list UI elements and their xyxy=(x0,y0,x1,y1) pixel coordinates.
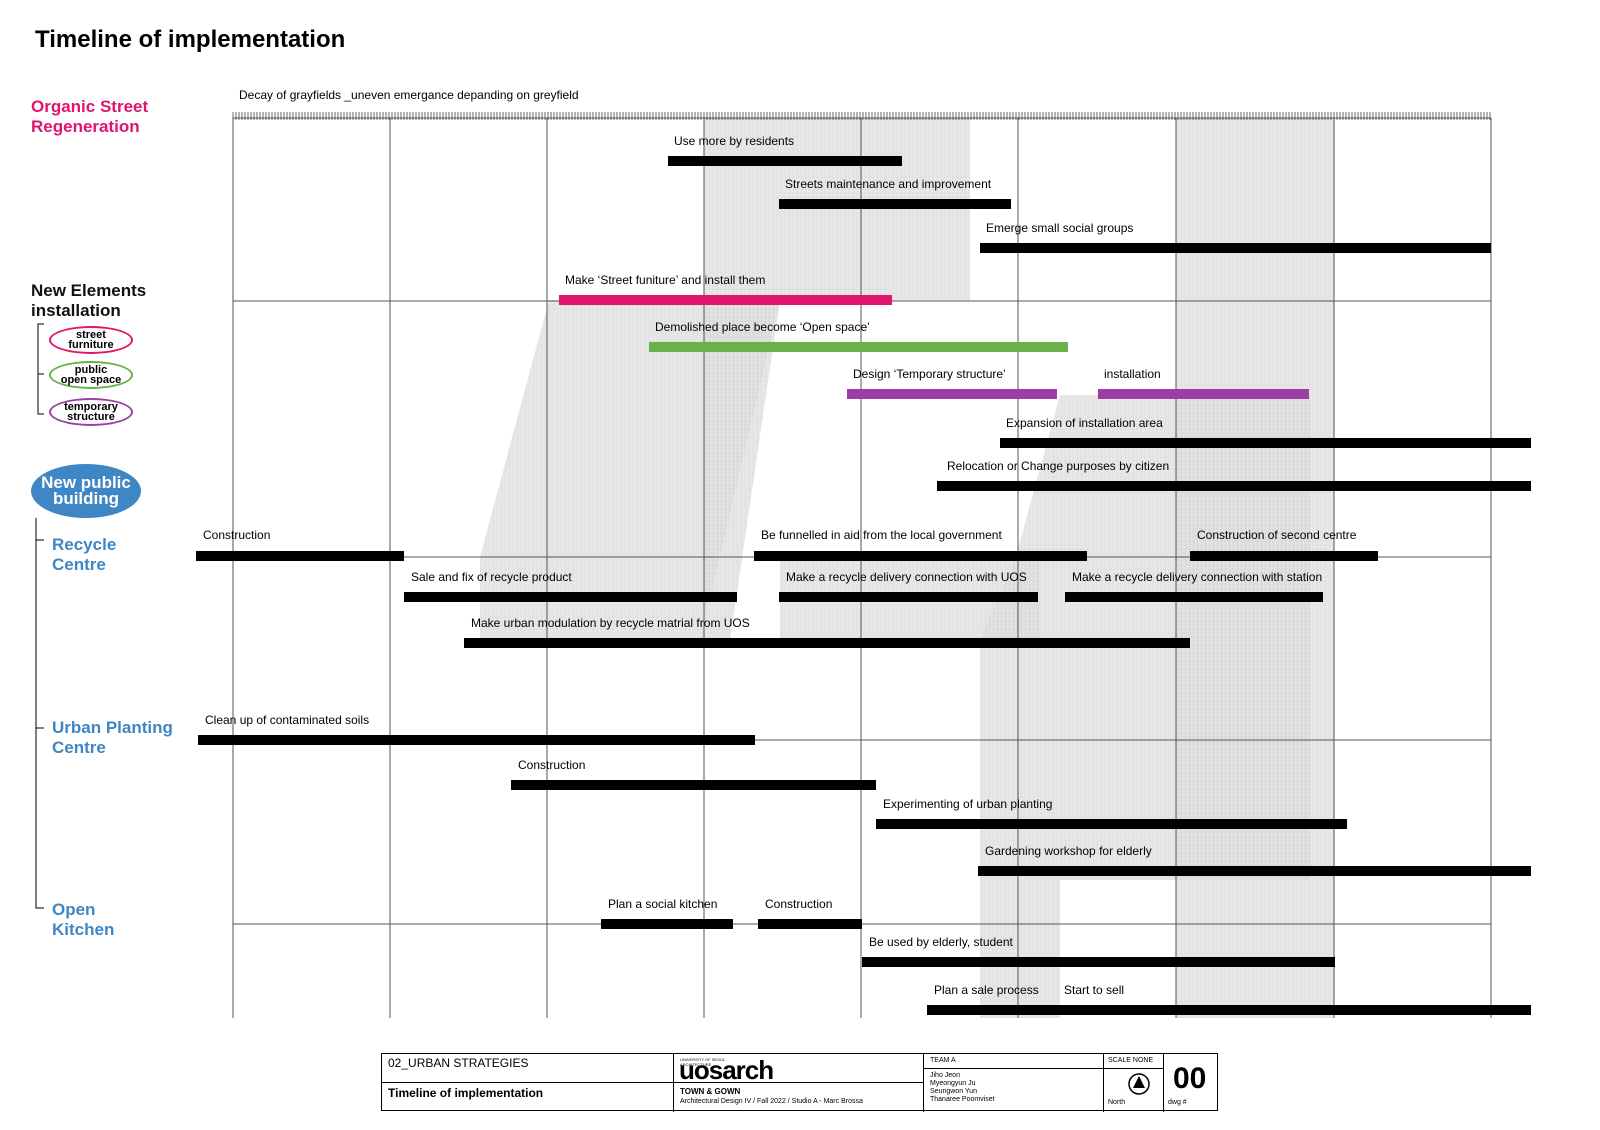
timeline-bar-label: Gardening workshop for elderly xyxy=(985,844,1152,858)
tb-north: North xyxy=(1108,1099,1126,1106)
tb-members: Jiho Jeon Myeongyun Ju Seungwon Yun Than… xyxy=(930,1072,995,1103)
timeline-bar-label: Construction xyxy=(203,528,271,542)
timeline-bar-label: Make ‘Street funiture’ and install them xyxy=(565,273,766,287)
timeline-bar-label: Be funnelled in aid from the local gover… xyxy=(761,528,1002,542)
tb-scale: SCALE NONE xyxy=(1108,1057,1154,1064)
category-organic: Organic Street Regeneration xyxy=(31,97,149,136)
shaded-region xyxy=(700,118,970,640)
timeline-bar-label: Streets maintenance and improvement xyxy=(785,177,992,191)
shaded-region xyxy=(980,395,1310,1018)
uosarch-logo: uosarch xyxy=(679,1055,774,1085)
tb-course: Architectural Design IV / Fall 2022 / St… xyxy=(680,1098,863,1105)
category-tree-line xyxy=(35,518,44,909)
legend-public-open-space: public open space xyxy=(49,361,133,389)
tb-dwg-no: 00 xyxy=(1173,1062,1207,1095)
shaded-region xyxy=(480,300,780,640)
timeline-bar xyxy=(978,866,1531,876)
timeline-bar-label: Be used by elderly, student xyxy=(869,935,1013,949)
category-recycle: Recycle Centre xyxy=(52,535,117,574)
tb-section: 02_URBAN STRATEGIES xyxy=(388,1056,529,1070)
timeline-bar-label: Plan a sale process xyxy=(934,983,1039,997)
timeline-bar xyxy=(668,156,902,166)
legend-street-furniture: street furniture xyxy=(49,326,133,354)
timeline-bar-label: Use more by residents xyxy=(674,134,795,148)
timeline-bar-label: Start to sell xyxy=(1064,983,1125,997)
timeline-bar-label: Design ‘Temporary structure’ xyxy=(853,367,1006,381)
timeline-bar xyxy=(1000,438,1531,448)
timeline-bar-label: Construction xyxy=(765,897,833,911)
timeline-bar xyxy=(601,919,733,929)
timeline-bar xyxy=(758,919,862,929)
timeline-bar-label: Make a recycle delivery connection with … xyxy=(786,570,1027,584)
timeline-bar xyxy=(559,295,892,305)
timeline-bar-label: Make a recycle delivery connection with … xyxy=(1072,570,1323,584)
category-new-public-building: New public building xyxy=(31,464,141,518)
timeline-bar xyxy=(196,551,404,561)
timeline-bar xyxy=(927,1005,1531,1015)
timeline-bar xyxy=(511,780,876,790)
timeline-bar-label: Clean up of contaminated soils xyxy=(205,713,370,727)
category-urban-planting: Urban Planting Centre xyxy=(52,718,173,757)
category-new-elements: New Elements installation xyxy=(31,281,147,320)
timeline-bar-label: Emerge small social groups xyxy=(986,221,1134,235)
timeline-bar xyxy=(1098,389,1309,399)
timeline-bar xyxy=(1190,551,1378,561)
legend-temporary-structure: temporary structure xyxy=(49,398,133,426)
timeline-bar xyxy=(862,957,1335,967)
shaded-regions xyxy=(480,118,1334,1018)
timeline-bar-label: installation xyxy=(1104,367,1161,381)
decay-label: Decay of grayfields _uneven emergance de… xyxy=(239,88,579,102)
title-block: 02_URBAN STRATEGIES Timeline of implemen… xyxy=(381,1053,1218,1112)
tb-logo-small: UNIVERSITY OF SEOUL ARCHITECTURE xyxy=(680,1057,726,1067)
timeline-bar xyxy=(937,481,1531,491)
page-title: Timeline of implementation xyxy=(35,26,346,53)
timeline-bar xyxy=(198,735,755,745)
timeline-bar-label: Plan a social kitchen xyxy=(608,897,718,911)
north-arrow-icon xyxy=(1128,1073,1150,1095)
timeline-bar xyxy=(1065,592,1323,602)
timeline-bar-label: Expansion of installation area xyxy=(1006,416,1163,430)
tick-ruler xyxy=(232,112,1491,120)
timeline-bar xyxy=(980,243,1491,253)
timeline-bar-label: Experimenting of urban planting xyxy=(883,797,1053,811)
timeline-bar xyxy=(464,638,1190,648)
timeline-bar xyxy=(779,592,1038,602)
timeline-bar-label: Relocation or Change purposes by citizen xyxy=(947,459,1170,473)
timeline-bar xyxy=(876,819,1347,829)
legend-bracket xyxy=(37,323,44,415)
timeline-bar-label: Demolished place become ‘Open space’ xyxy=(655,320,870,334)
timeline-bar xyxy=(649,342,1068,352)
timeline-bar-label: Make urban modulation by recycle matrial… xyxy=(471,616,750,630)
timeline-bar xyxy=(779,199,1011,209)
timeline-bar xyxy=(404,592,737,602)
timeline-bar-label: Construction xyxy=(518,758,586,772)
timeline-bar xyxy=(754,551,1087,561)
timeline-bar xyxy=(847,389,1057,399)
timeline-bar-label: Construction of second centre xyxy=(1197,528,1357,542)
tb-team-label: TEAM A xyxy=(930,1057,956,1064)
timeline-grid xyxy=(232,112,1492,1018)
category-open-kitchen: Open Kitchen xyxy=(52,900,115,939)
tb-sheet-title: Timeline of implementation xyxy=(388,1086,544,1100)
tb-project: TOWN & GOWN xyxy=(680,1087,741,1096)
timeline-bar-label: Sale and fix of recycle product xyxy=(411,570,572,584)
tb-dwg-label: dwg # xyxy=(1168,1099,1187,1106)
